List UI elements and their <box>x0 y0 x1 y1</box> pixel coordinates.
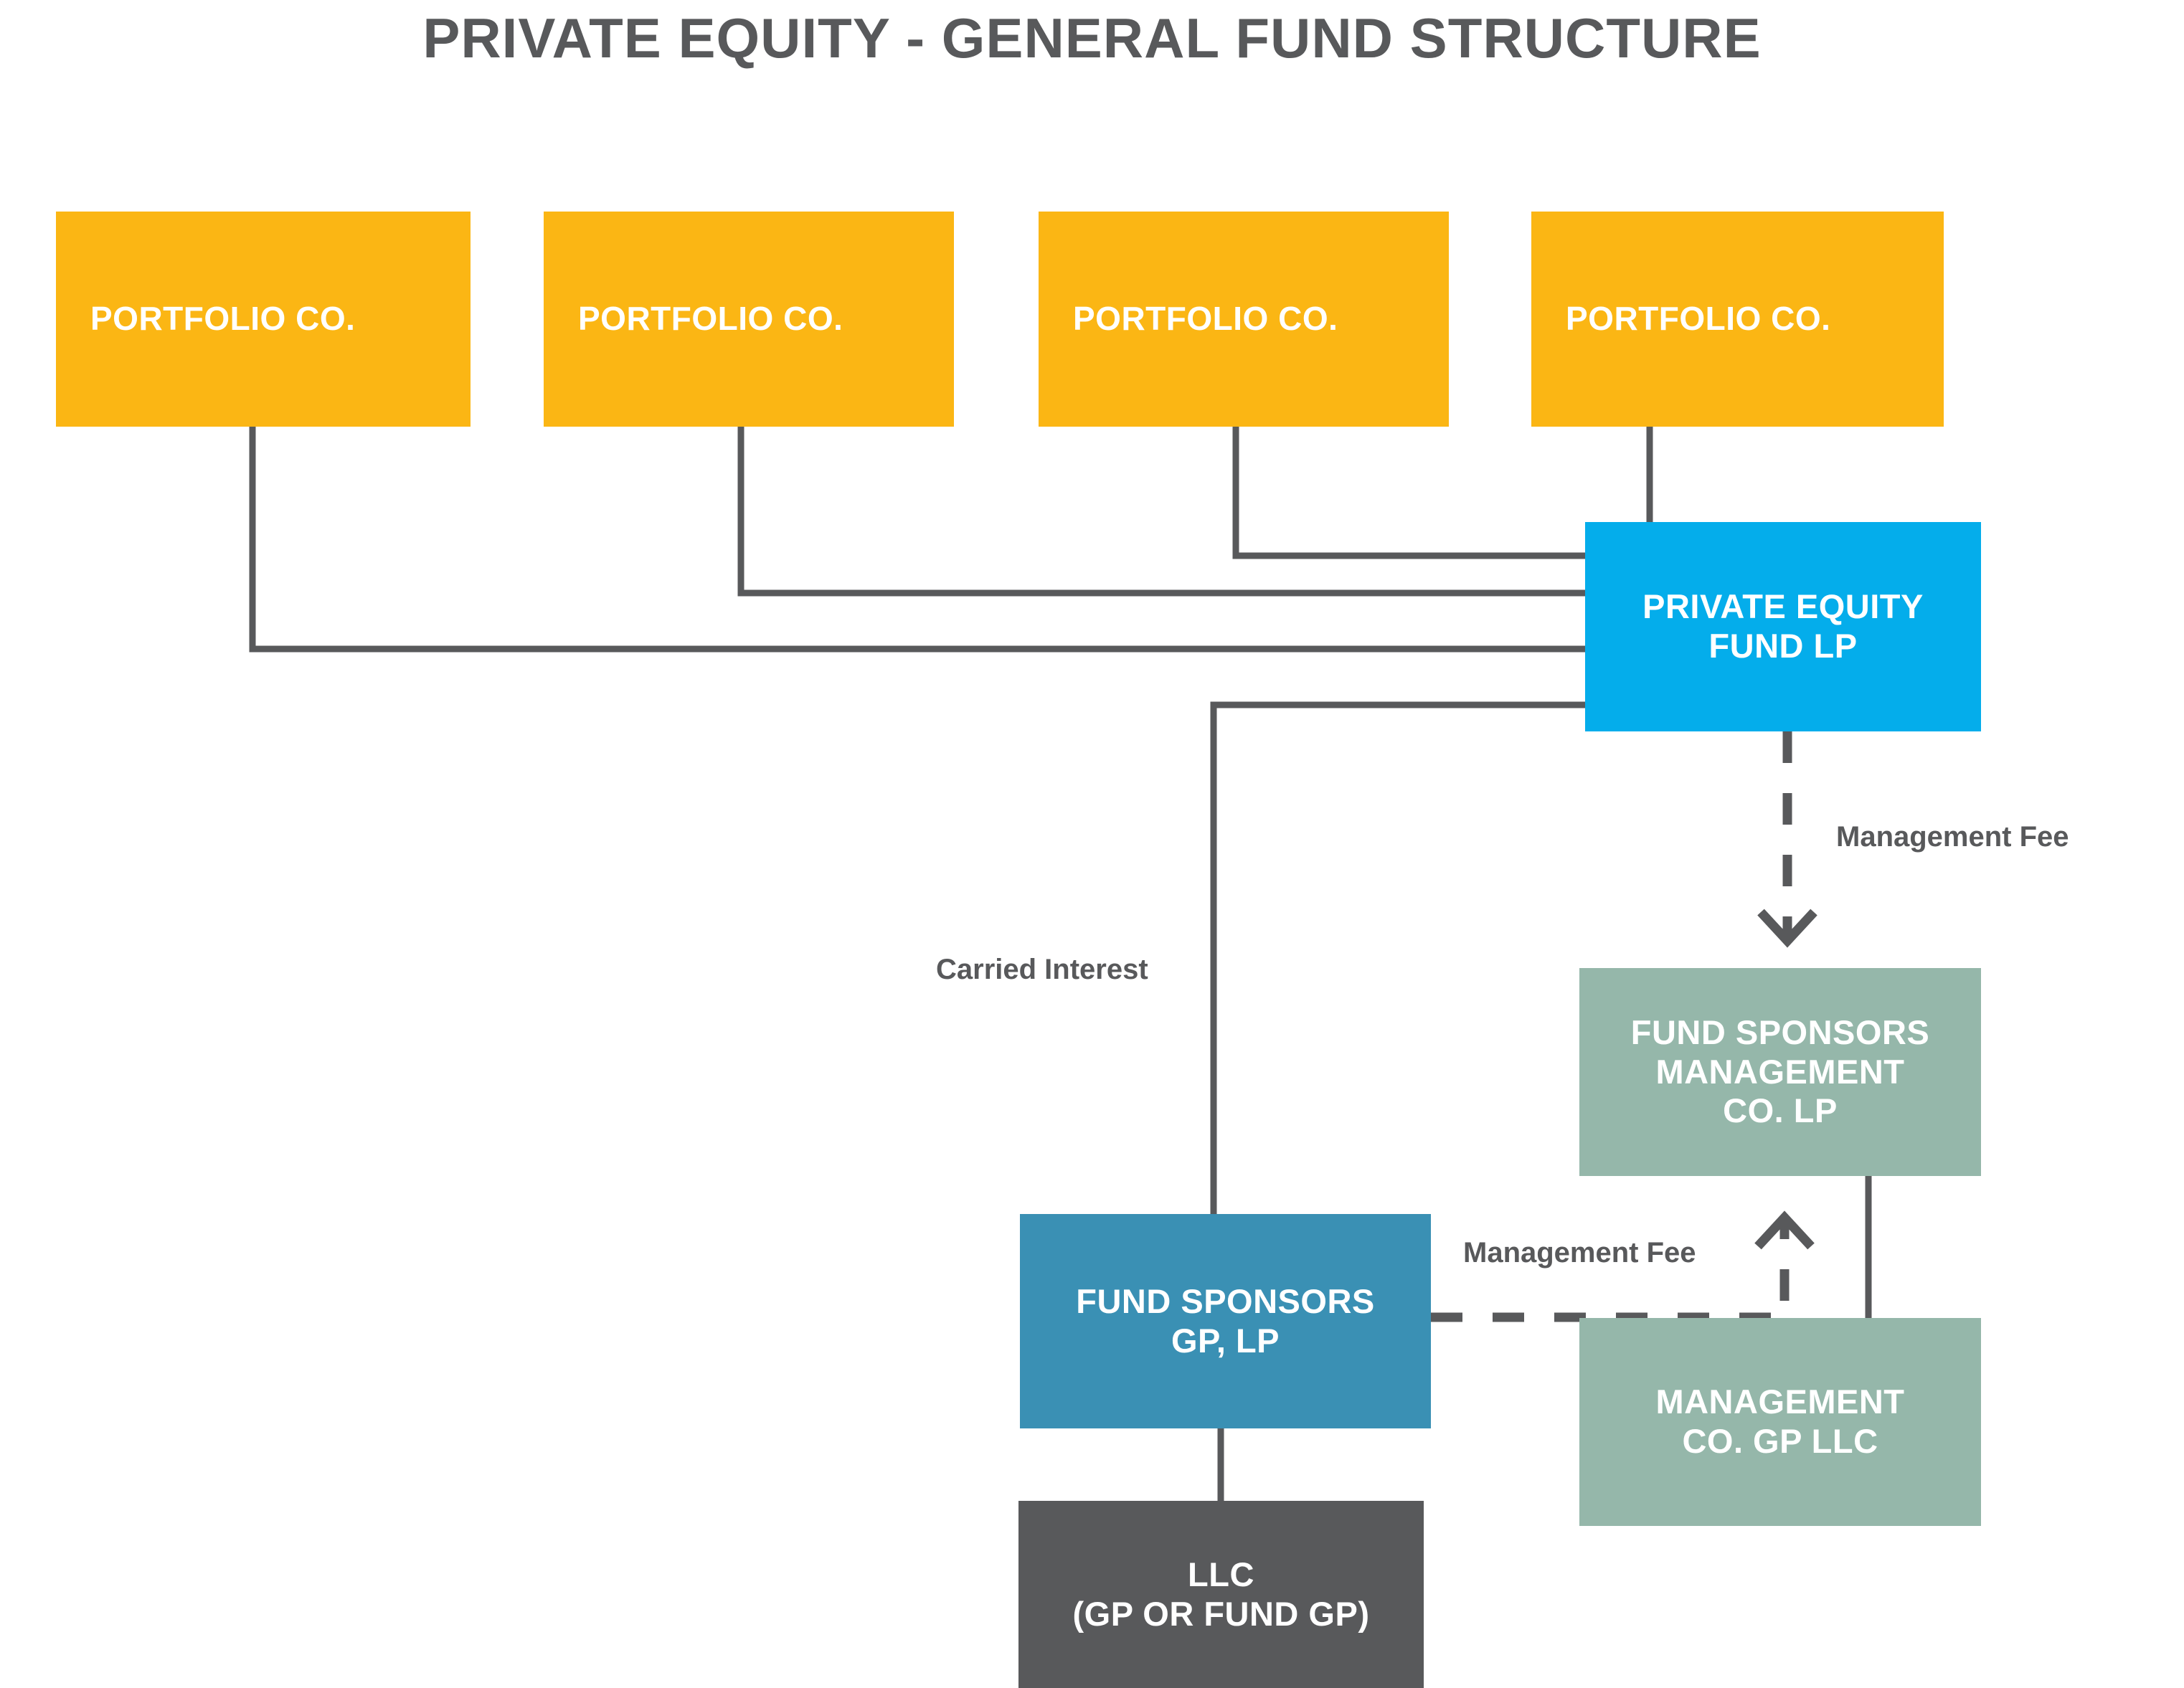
node-llc-gp-or-fund-gp[interactable]: LLC (GP OR FUND GP) <box>1018 1501 1424 1688</box>
page-title: PRIVATE EQUITY - GENERAL FUND STRUCTURE <box>422 6 1762 70</box>
connector-portfolio-1-to-fund <box>249 427 1585 653</box>
node-label: PORTFOLIO CO. <box>1566 300 1831 338</box>
node-portfolio-co-4[interactable]: PORTFOLIO CO. <box>1531 212 1944 427</box>
arrowhead-up-icon <box>1754 1210 1815 1250</box>
node-label: FUND SPONSORS GP, LP <box>1076 1281 1375 1360</box>
node-label: LLC (GP OR FUND GP) <box>1072 1555 1370 1633</box>
node-label: FUND SPONSORS MANAGEMENT CO. LP <box>1630 1013 1930 1130</box>
connector-carried-interest <box>1210 701 1585 1214</box>
connector-portfolio-2-to-fund <box>737 427 1585 597</box>
node-portfolio-co-1[interactable]: PORTFOLIO CO. <box>56 212 471 427</box>
edge-label-management-fee-bottom: Management Fee <box>1463 1237 1696 1269</box>
connector-portfolio-3-to-fund <box>1232 427 1585 559</box>
node-fund-sponsors-gp-lp[interactable]: FUND SPONSORS GP, LP <box>1020 1214 1431 1428</box>
node-label: MANAGEMENT CO. GP LLC <box>1655 1383 1905 1460</box>
arrowhead-down-icon <box>1757 909 1817 948</box>
node-management-co-gp-llc[interactable]: MANAGEMENT CO. GP LLC <box>1579 1318 1981 1526</box>
node-label: PORTFOLIO CO. <box>578 300 843 338</box>
node-label: PORTFOLIO CO. <box>1073 300 1338 338</box>
node-portfolio-co-2[interactable]: PORTFOLIO CO. <box>544 212 954 427</box>
edge-label-carried-interest: Carried Interest <box>936 954 1148 985</box>
node-label: PRIVATE EQUITY FUND LP <box>1642 587 1924 665</box>
node-private-equity-fund-lp[interactable]: PRIVATE EQUITY FUND LP <box>1585 522 1981 731</box>
node-fund-sponsors-management-co-lp[interactable]: FUND SPONSORS MANAGEMENT CO. LP <box>1579 968 1981 1176</box>
node-portfolio-co-3[interactable]: PORTFOLIO CO. <box>1039 212 1449 427</box>
node-label: PORTFOLIO CO. <box>90 300 356 338</box>
edge-label-management-fee-top: Management Fee <box>1836 821 2069 853</box>
